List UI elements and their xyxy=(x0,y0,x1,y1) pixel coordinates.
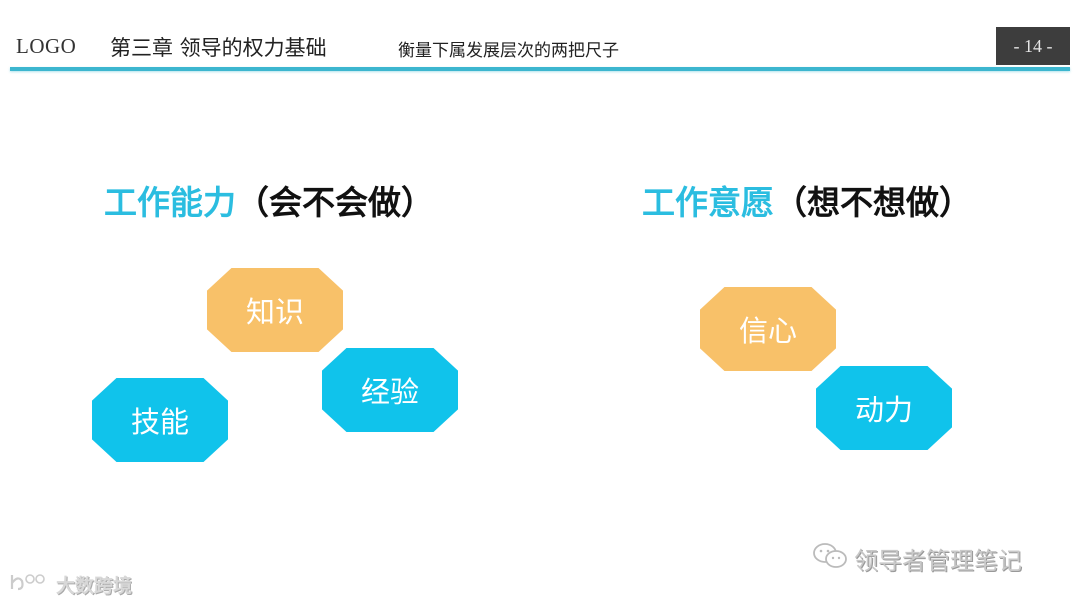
page-number: - 14 - xyxy=(996,27,1070,65)
tag-knowledge: 知识 xyxy=(207,268,343,352)
watermark-brand: 大数跨境 xyxy=(8,571,132,598)
slide-subtitle: 衡量下属发展层次的两把尺子 xyxy=(398,41,619,61)
tag-motivation: 动力 xyxy=(816,366,952,450)
section-title-ability: 工作能力（会不会做） xyxy=(104,176,434,224)
tag-experience: 经验 xyxy=(322,348,458,432)
watermark-left-text: 大数跨境 xyxy=(56,575,133,597)
header-divider xyxy=(10,67,1070,71)
section-title-ability-accent: 工作能力 xyxy=(104,183,236,222)
watermark-wechat: 领导者管理笔记 xyxy=(812,541,1022,576)
wechat-icon xyxy=(812,542,848,576)
section-title-willingness: 工作意愿（想不想做） xyxy=(642,176,972,224)
tag-confidence: 信心 xyxy=(700,287,836,371)
chapter-title: 第三章 领导的权力基础 xyxy=(110,36,327,60)
section-title-willingness-accent: 工作意愿 xyxy=(642,183,774,222)
watermark-right-text: 领导者管理笔记 xyxy=(854,547,1022,575)
brand-logo-icon xyxy=(8,571,50,598)
tag-skill: 技能 xyxy=(92,378,228,462)
section-title-willingness-paren: （想不想做） xyxy=(774,183,972,222)
section-title-ability-paren: （会不会做） xyxy=(236,183,434,222)
logo: LOGO xyxy=(16,34,77,58)
